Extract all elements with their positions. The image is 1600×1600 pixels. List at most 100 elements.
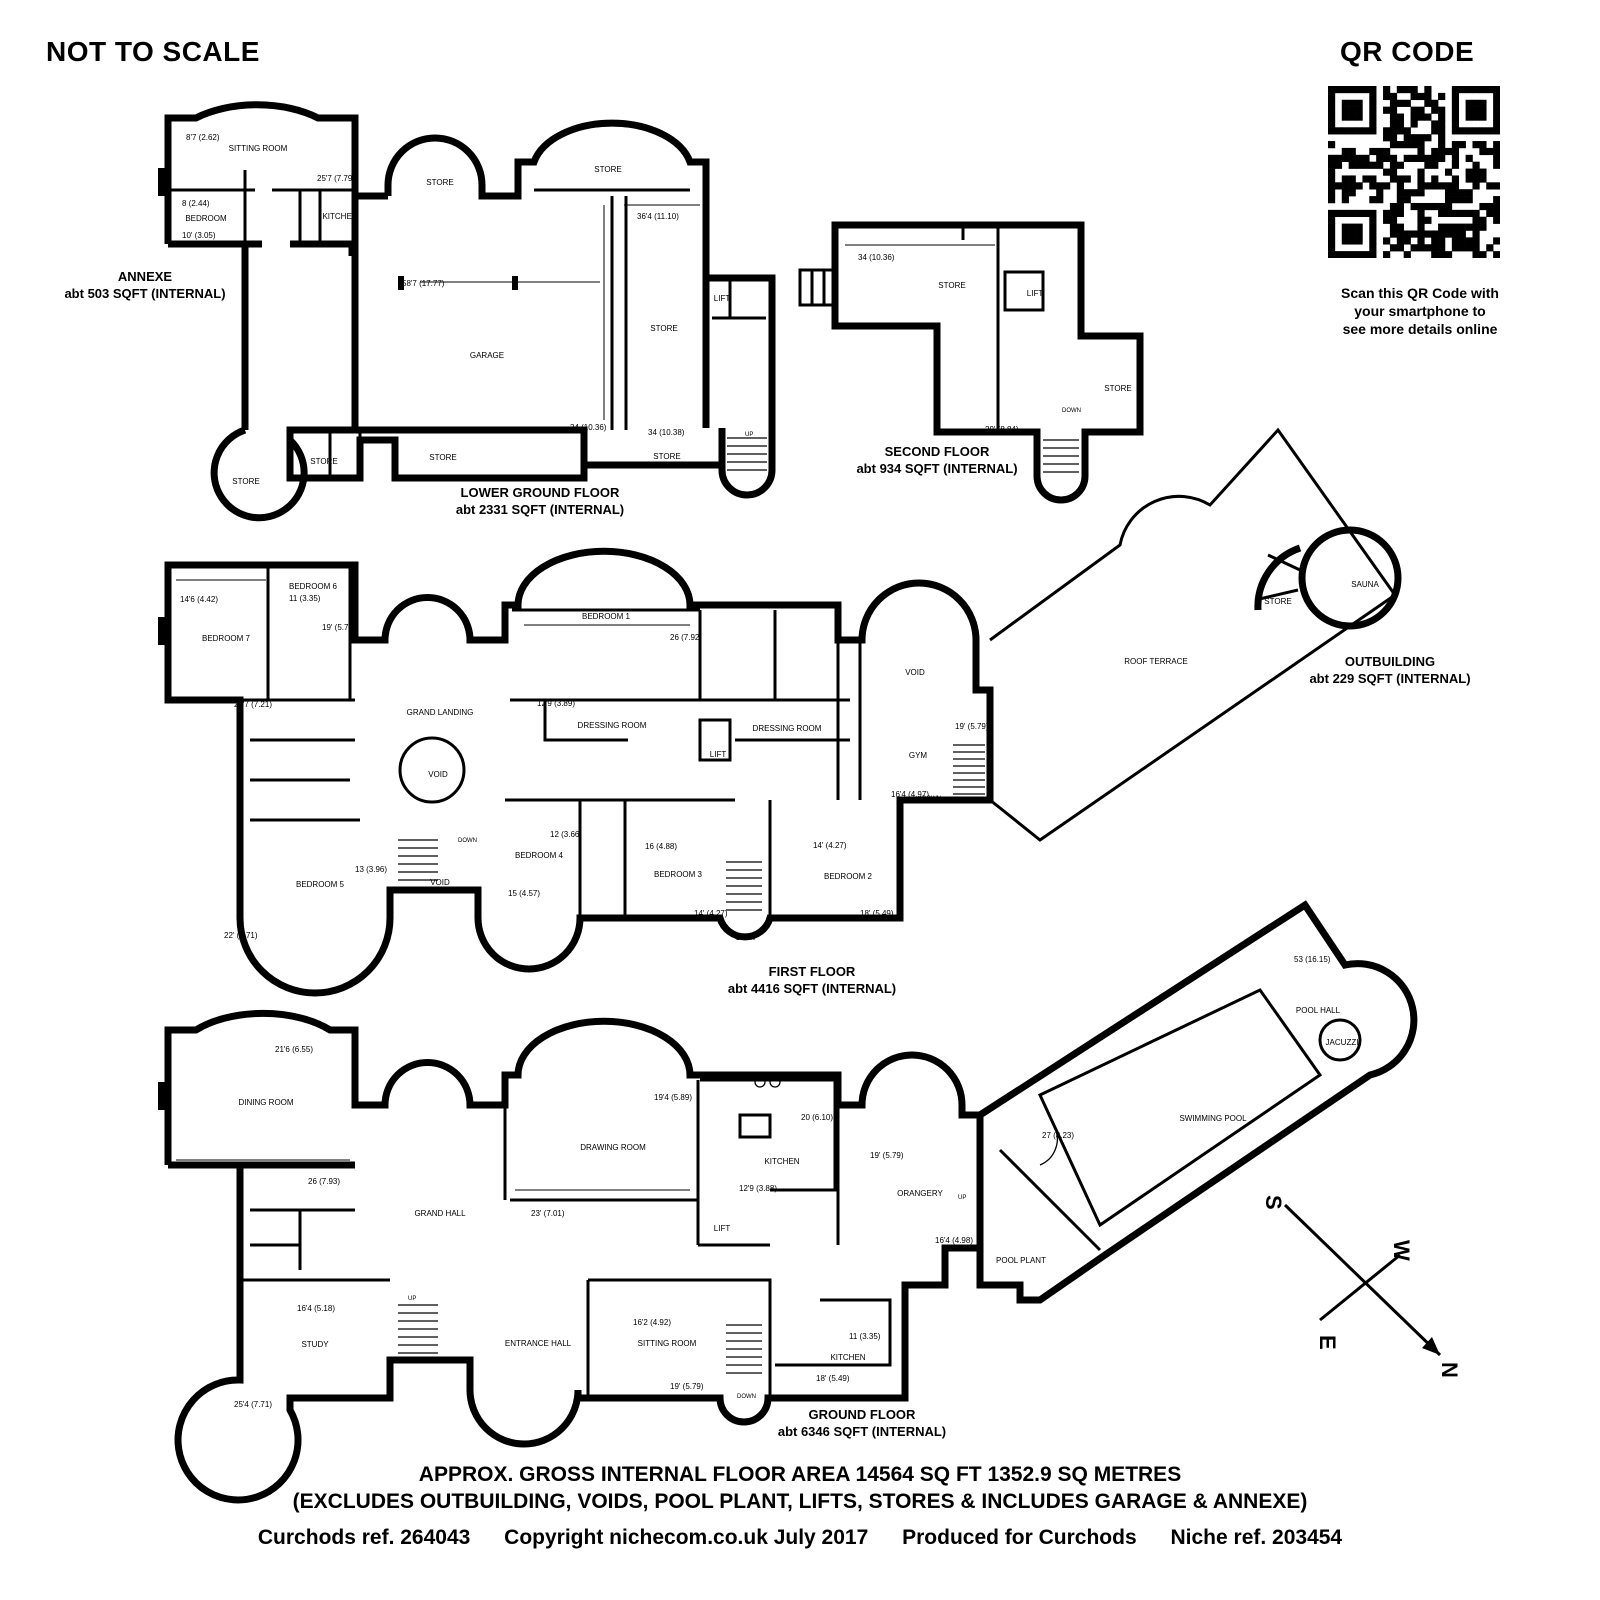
- room-label: DRESSING ROOM: [578, 721, 647, 730]
- room-label: KITCHEN: [322, 212, 357, 221]
- room-label: STUDY: [301, 1340, 329, 1349]
- dimension-label: 23' (7.01): [531, 1209, 565, 1218]
- compass-e: E: [1315, 1335, 1340, 1350]
- room-label: STORE: [429, 453, 456, 462]
- compass-s: S: [1261, 1195, 1286, 1210]
- reference-line: Curchods ref. 264043 Copyright nichecom.…: [0, 1526, 1600, 1550]
- dimension-label: 23'7 (7.21): [234, 700, 272, 709]
- curchods-ref: Curchods ref. 264043: [257, 1526, 471, 1549]
- annexe-name: ANNEXE: [118, 269, 173, 284]
- room-label: LIFT: [714, 294, 731, 303]
- qr-caption-line: see more details online: [1342, 321, 1498, 337]
- room-label: STORE: [938, 281, 965, 290]
- dimension-label: 36'4 (11.10): [637, 212, 679, 221]
- dimension-label: 53 (16.15): [1294, 955, 1331, 964]
- qr-caption-line: your smartphone to: [1354, 303, 1486, 319]
- room-label: STORE: [653, 452, 680, 461]
- dimension-label: 34 (10.36): [570, 423, 607, 432]
- room-label: POOL HALL: [1296, 1006, 1341, 1015]
- room-label: BEDROOM: [185, 214, 227, 223]
- room-label: DINING ROOM: [238, 1098, 293, 1107]
- dimension-label: 16'4 (4.98): [935, 1236, 973, 1245]
- room-label: ENTRANCE HALL: [505, 1339, 572, 1348]
- room-label: JACUZZI: [1326, 1038, 1359, 1047]
- dimension-label: 12'9 (3.89): [537, 699, 575, 708]
- stair-label: UP: [408, 1296, 416, 1302]
- room-label: ORANGERY: [897, 1189, 943, 1198]
- second-floor-plan: [798, 221, 1144, 504]
- lower-ground-floor-plan: [158, 101, 776, 522]
- room-label: GARAGE: [470, 351, 504, 360]
- dimension-label: 27 (8.23): [1042, 1131, 1074, 1140]
- dimension-label: 12 (3.66): [550, 830, 582, 839]
- dimension-label: 16'4 (5.18): [297, 1304, 335, 1313]
- lower-ground-name: LOWER GROUND FLOOR: [461, 485, 620, 500]
- dimension-label: 16 (4.88): [645, 842, 677, 851]
- dimension-label: 8 (2.44): [182, 199, 210, 208]
- dimension-label: 26 (7.92): [670, 633, 702, 642]
- dimension-label: 25'4 (7.71): [234, 1400, 272, 1409]
- room-label: VOID: [428, 770, 448, 779]
- produced-for: Produced for Curchods: [902, 1526, 1137, 1549]
- dimension-labels: 8'7 (2.62) 25'7 (7.79) 8 (2.44) 10' (3.0…: [180, 133, 1331, 1409]
- dimension-label: 11 (3.35): [289, 594, 321, 603]
- dimension-label: 19' (5.79): [870, 1151, 904, 1160]
- copyright: Copyright nichecom.co.uk July 2017: [504, 1526, 869, 1549]
- second-floor-area: abt 934 SQFT (INTERNAL): [856, 461, 1017, 476]
- dimension-label: 16'2 (4.92): [633, 1318, 671, 1327]
- outbuilding-area: abt 229 SQFT (INTERNAL): [1309, 671, 1470, 686]
- dimension-label: 11 (3.35): [849, 1332, 881, 1341]
- room-label: BEDROOM 6: [289, 582, 338, 591]
- dimension-label: 58'7 (17.77): [402, 279, 445, 288]
- lower-ground-area: abt 2331 SQFT (INTERNAL): [456, 502, 624, 517]
- dimension-label: 13 (3.96): [355, 865, 387, 874]
- exclusions-line: (EXCLUDES OUTBUILDING, VOIDS, POOL PLANT…: [292, 1490, 1308, 1513]
- dimension-label: 12'9 (3.88): [739, 1184, 777, 1193]
- niche-ref: Niche ref. 203454: [1170, 1526, 1343, 1549]
- room-label: KITCHEN: [830, 1353, 865, 1362]
- room-label: LIFT: [710, 750, 727, 759]
- room-label: BEDROOM 7: [202, 634, 251, 643]
- ground-floor-name: GROUND FLOOR: [809, 1407, 916, 1422]
- annexe-area: abt 503 SQFT (INTERNAL): [64, 286, 225, 301]
- qr-code-image[interactable]: [1328, 86, 1500, 258]
- room-label: STORE: [650, 324, 677, 333]
- room-labels: SITTING ROOM BEDROOM KITCHEN STORE STORE…: [185, 144, 1379, 1362]
- room-label: KITCHEN: [764, 1157, 799, 1166]
- compass-n: N: [1437, 1362, 1462, 1378]
- dimension-label: 19' (5.79): [322, 623, 356, 632]
- stair-label: DOWN: [1062, 408, 1081, 414]
- room-label: LIFT: [1027, 289, 1044, 298]
- compass-rose: S W E N: [1261, 1195, 1462, 1378]
- room-label: STORE: [310, 457, 337, 466]
- dimension-label: 15 (4.57): [508, 889, 540, 898]
- room-label: SWIMMING POOL: [1179, 1114, 1247, 1123]
- first-floor-area: abt 4416 SQFT (INTERNAL): [728, 981, 896, 996]
- room-label: GRAND HALL: [414, 1209, 466, 1218]
- dimension-label: 20 (6.10): [801, 1113, 833, 1122]
- qr-caption: Scan this QR Code with your smartphone t…: [1330, 284, 1510, 338]
- room-label: SITTING ROOM: [638, 1339, 697, 1348]
- room-label: GYM: [909, 751, 928, 760]
- room-label: STORE: [426, 178, 453, 187]
- dimension-label: 14' (4.27): [813, 841, 847, 850]
- dimension-label: 14'6 (4.42): [180, 595, 218, 604]
- compass-w: W: [1389, 1240, 1414, 1261]
- room-label: STORE: [232, 477, 259, 486]
- room-label: POOL PLANT: [996, 1256, 1046, 1265]
- room-label: BEDROOM 2: [824, 872, 873, 881]
- room-label: DRAWING ROOM: [580, 1143, 646, 1152]
- dimension-label: 19' (5.79): [955, 722, 989, 731]
- first-floor-plan: [158, 427, 1402, 997]
- qr-caption-line: Scan this QR Code with: [1341, 285, 1499, 301]
- room-label: STORE: [1104, 384, 1131, 393]
- dimension-label: 19'4 (5.89): [654, 1093, 692, 1102]
- room-label: BEDROOM 4: [515, 851, 564, 860]
- room-label: STORE: [594, 165, 621, 174]
- stair-label: DOWN: [737, 1394, 756, 1400]
- room-label: DRESSING ROOM: [753, 724, 822, 733]
- room-label: LIFT: [714, 1224, 731, 1233]
- ground-floor-area: abt 6346 SQFT (INTERNAL): [778, 1424, 946, 1439]
- stair-label: DOWN: [458, 838, 477, 844]
